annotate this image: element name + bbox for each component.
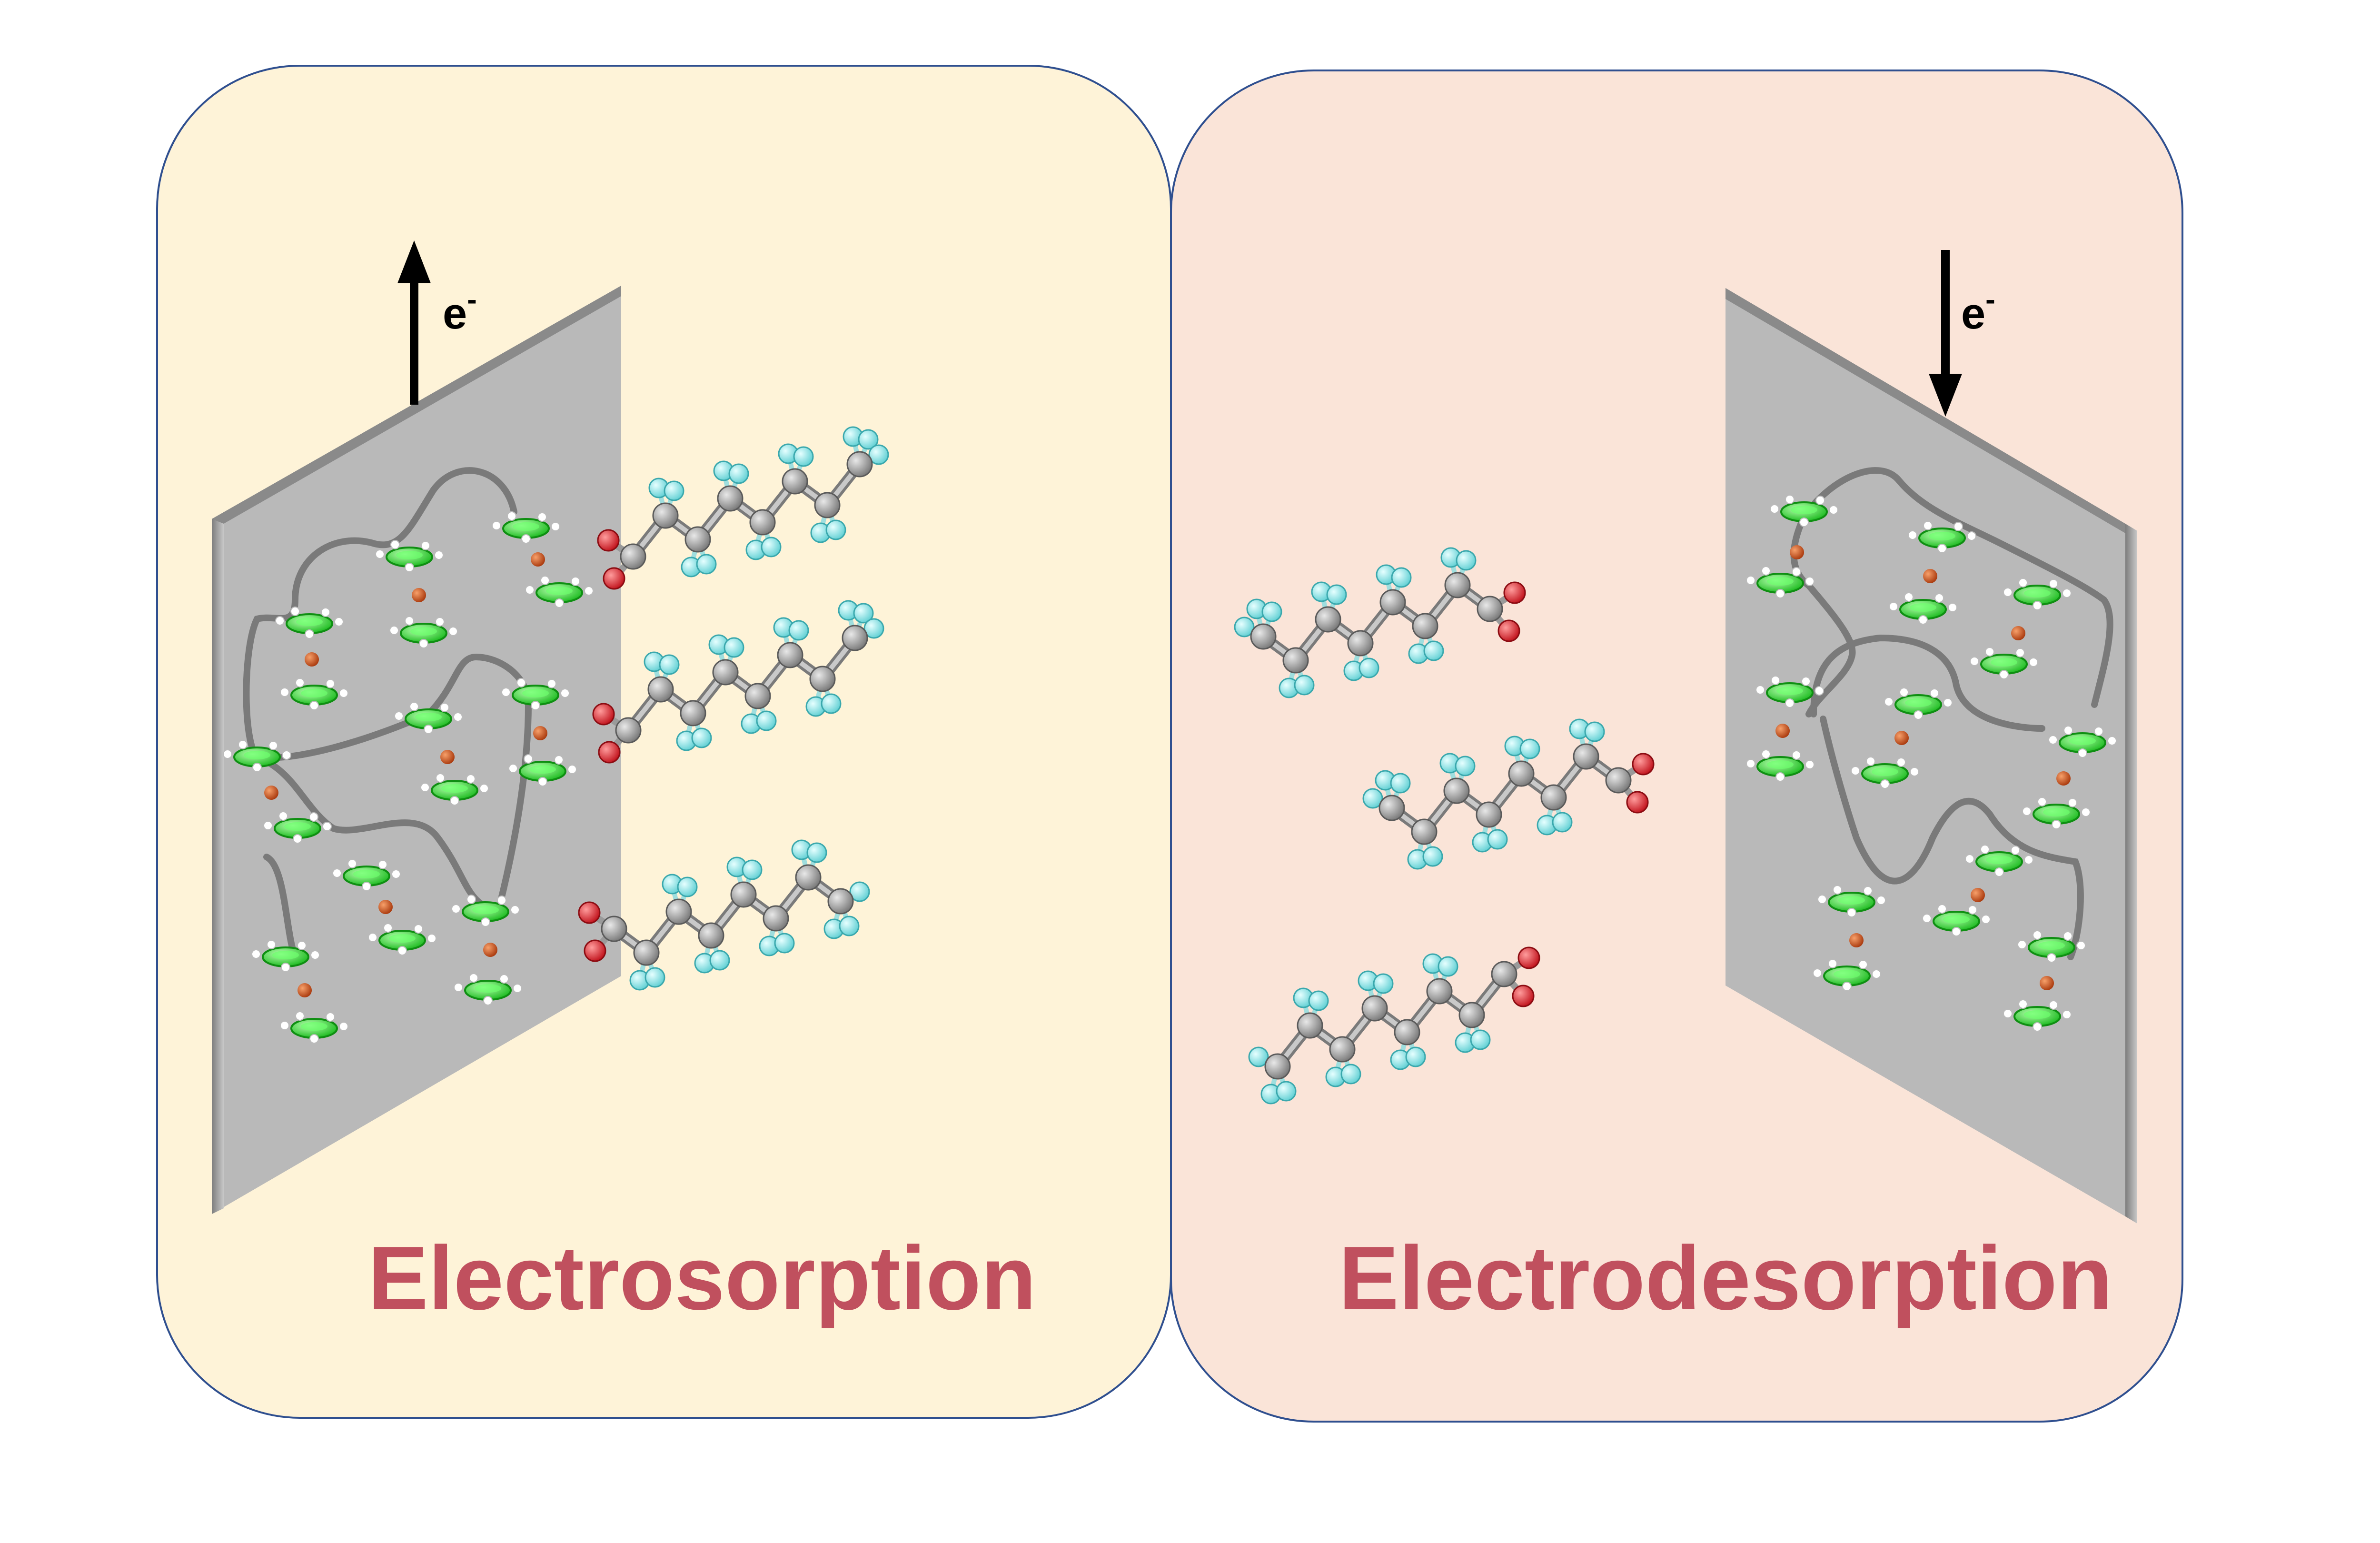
ferrocene-ring <box>263 811 332 844</box>
electrosorption-title: Electrosorption <box>368 1228 1036 1329</box>
right-electrode <box>1726 288 2137 1224</box>
ferrocene-ring <box>525 576 594 608</box>
right-released-pfas-molecules <box>1234 547 1655 1105</box>
ferrocene-ring <box>2017 930 2086 963</box>
iron-atom <box>1790 545 1804 559</box>
ferrocene-ring <box>2003 999 2072 1032</box>
iron-atom <box>305 652 319 667</box>
ferrocene-ring <box>280 678 348 710</box>
iron-atom <box>2011 626 2025 640</box>
iron-atom <box>531 552 545 567</box>
pfas-molecule <box>1248 946 1540 1105</box>
ferrocene-ring <box>368 923 436 956</box>
iron-atom <box>1894 731 1909 745</box>
left-electron-arrow <box>397 240 431 405</box>
pfas-molecule <box>578 839 870 991</box>
ferrocene-ring <box>2022 797 2091 829</box>
ferrocene-ring <box>251 940 320 972</box>
iron-atom <box>378 900 393 914</box>
ferrocene-ring <box>1965 845 2033 877</box>
ferrocene-ring <box>454 973 522 1005</box>
ferrocene-ring <box>1851 757 1919 789</box>
iron-atom <box>412 588 426 602</box>
electrodesorption-title: Electrodesorption <box>1339 1228 2112 1329</box>
ferrocene-ring <box>332 859 401 891</box>
ferrocene-ring <box>1970 647 2038 679</box>
iron-atom <box>1849 933 1864 947</box>
iron-atom <box>264 786 278 800</box>
ferrocene-ring <box>1922 904 1991 936</box>
ferrocene-ring <box>508 754 577 786</box>
iron-atom <box>2040 976 2054 990</box>
iron-atom <box>298 983 312 997</box>
pfas-molecule <box>1234 547 1526 698</box>
left-electron-label: e- <box>443 283 477 338</box>
ferrocene-ring <box>275 607 344 639</box>
ferrocene-ring <box>420 773 489 806</box>
ferrocene-ring <box>2048 726 2117 758</box>
right-electron-label: e- <box>1961 283 1995 338</box>
iron-atom <box>2056 771 2071 786</box>
right-electron-arrow <box>1929 250 1962 417</box>
left-ferrocene-units <box>223 511 594 1044</box>
ferrocene-ring <box>492 511 560 544</box>
ferrocene-ring <box>1908 521 1976 553</box>
pfas-molecule <box>597 426 889 590</box>
iron-atom <box>1775 724 1790 738</box>
right-ferrocene-units <box>1746 495 2117 1032</box>
pfas-molecule <box>592 600 884 764</box>
ferrocene-ring <box>1746 749 1815 782</box>
ferrocene-ring <box>389 616 458 648</box>
ferrocene-ring <box>2003 578 2072 610</box>
iron-atom <box>483 943 497 957</box>
iron-atom <box>440 750 455 764</box>
ferrocene-ring <box>375 540 444 572</box>
ferrocene-ring <box>501 678 570 710</box>
ferrocene-ring <box>1884 687 1953 720</box>
pfas-molecule <box>1362 718 1655 870</box>
ferrocene-ring <box>280 1011 348 1044</box>
ferrocene-ring <box>1889 592 1957 625</box>
iron-atom <box>533 726 547 740</box>
left-adsorbed-pfas-molecules <box>578 426 889 991</box>
ferrocene-ring <box>1817 885 1886 917</box>
ferrocene-ring <box>1813 959 1881 991</box>
ferrocene-ring <box>223 740 291 772</box>
ferrocene-ring <box>1770 495 1838 527</box>
ferrocene-ring <box>394 702 463 734</box>
iron-atom <box>1923 569 1937 583</box>
ferrocene-ring <box>1746 566 1815 598</box>
iron-atom <box>1971 888 1985 902</box>
ferrocene-ring <box>451 895 520 927</box>
ferrocene-ring <box>1755 676 1824 708</box>
